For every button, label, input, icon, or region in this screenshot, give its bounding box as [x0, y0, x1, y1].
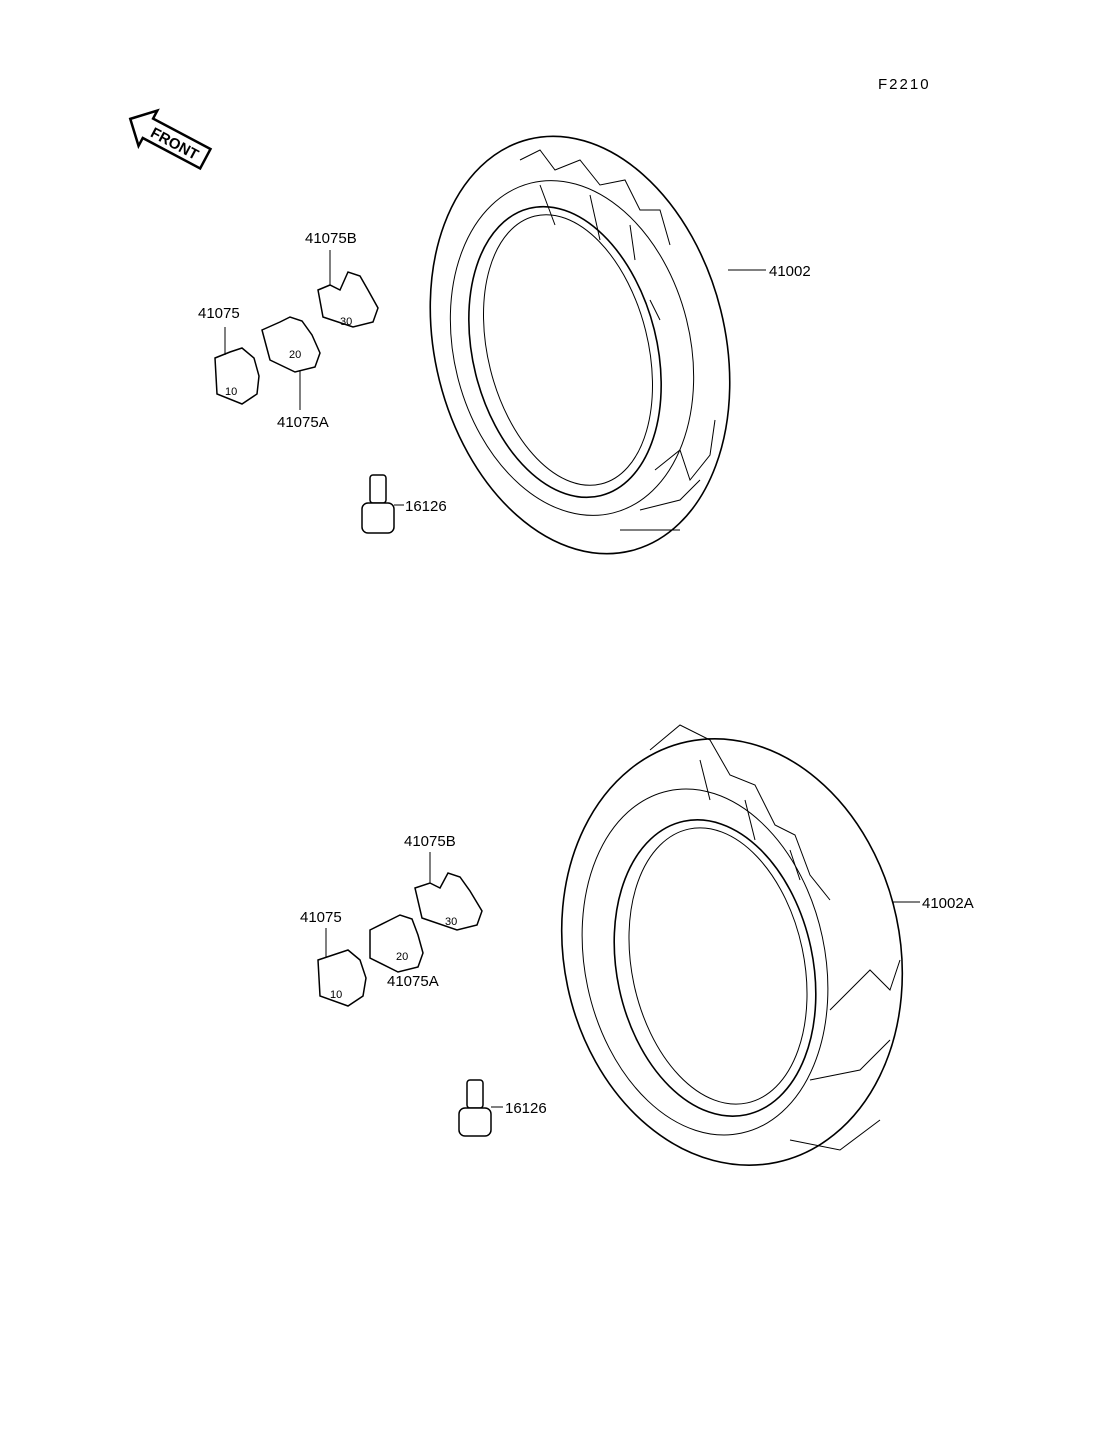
label-valve: 16126: [505, 1100, 547, 1117]
rear-tire-41002A: [560, 724, 904, 1166]
balance-weight-30-icon: 30: [317, 271, 379, 328]
valve-stem-icon: [458, 1079, 492, 1137]
label-weight-a: 41075A: [387, 973, 439, 990]
figure-code: F2210: [878, 76, 931, 93]
front-arrow-icon: FRONT: [128, 108, 213, 171]
balance-weight-30-icon: 30: [414, 872, 483, 931]
svg-text:30: 30: [340, 316, 352, 328]
svg-text:30: 30: [445, 916, 457, 928]
label-weight: 41075: [198, 305, 240, 322]
label-weight-b: 41075B: [404, 833, 456, 850]
label-weight-a: 41075A: [277, 414, 329, 431]
balance-weight-20-icon: 20: [369, 914, 424, 973]
svg-text:10: 10: [330, 989, 342, 1001]
balance-weight-10-icon: 10: [214, 347, 260, 405]
balance-weight-10-icon: 10: [317, 949, 367, 1007]
valve-stem-icon: [361, 474, 395, 534]
label-front-tire: 41002: [769, 263, 811, 280]
svg-text:20: 20: [396, 951, 408, 963]
svg-text:20: 20: [289, 349, 301, 361]
front-tire-41002: [429, 135, 731, 555]
label-rear-tire: 41002A: [922, 895, 974, 912]
balance-weight-20-icon: 20: [261, 316, 321, 373]
label-weight: 41075: [300, 909, 342, 926]
svg-text:10: 10: [225, 386, 237, 398]
label-valve: 16126: [405, 498, 447, 515]
label-weight-b: 41075B: [305, 230, 357, 247]
